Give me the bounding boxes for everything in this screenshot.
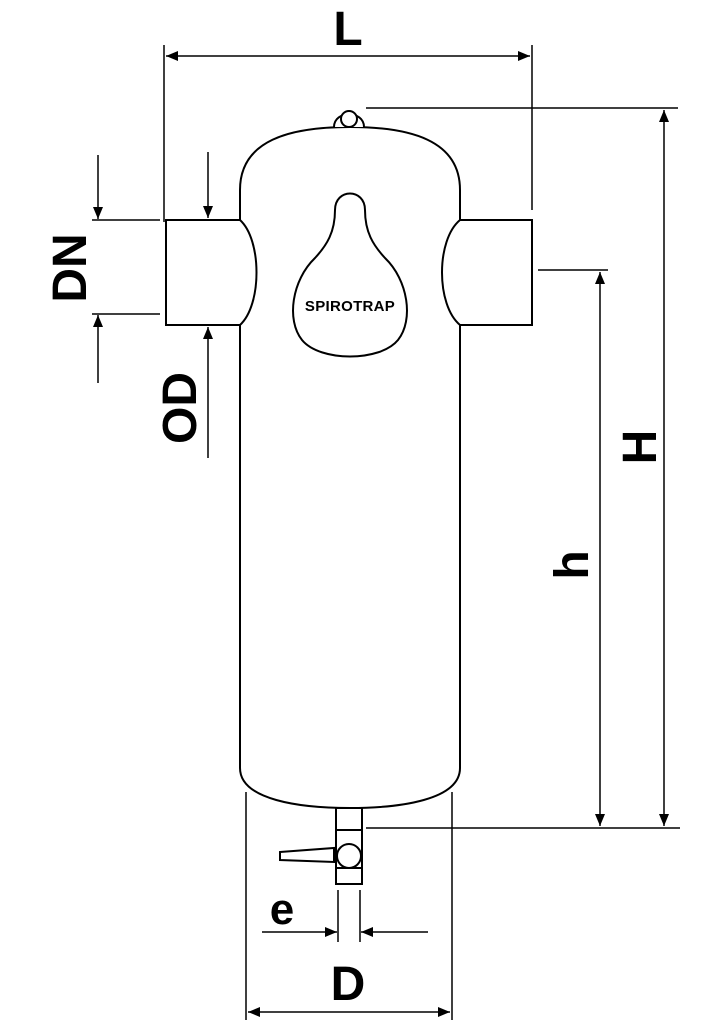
- label-DN: DN: [44, 233, 97, 302]
- label-L: L: [333, 3, 362, 56]
- drain-valve: [279, 807, 363, 885]
- label-h: h: [546, 550, 599, 579]
- dimension-lines: [92, 45, 680, 1020]
- outlet-nozzle: [441, 219, 533, 326]
- label-e: e: [270, 885, 294, 934]
- drain-handle: [279, 846, 335, 864]
- drain-ball: [336, 843, 362, 869]
- label-H: H: [614, 430, 667, 465]
- label-OD: OD: [154, 372, 207, 444]
- lifting-eye: [333, 110, 365, 128]
- brand-badge: [292, 192, 408, 358]
- label-D: D: [331, 958, 366, 1011]
- inlet-nozzle: [165, 219, 258, 326]
- brand-label: SPIROTRAP: [305, 298, 395, 315]
